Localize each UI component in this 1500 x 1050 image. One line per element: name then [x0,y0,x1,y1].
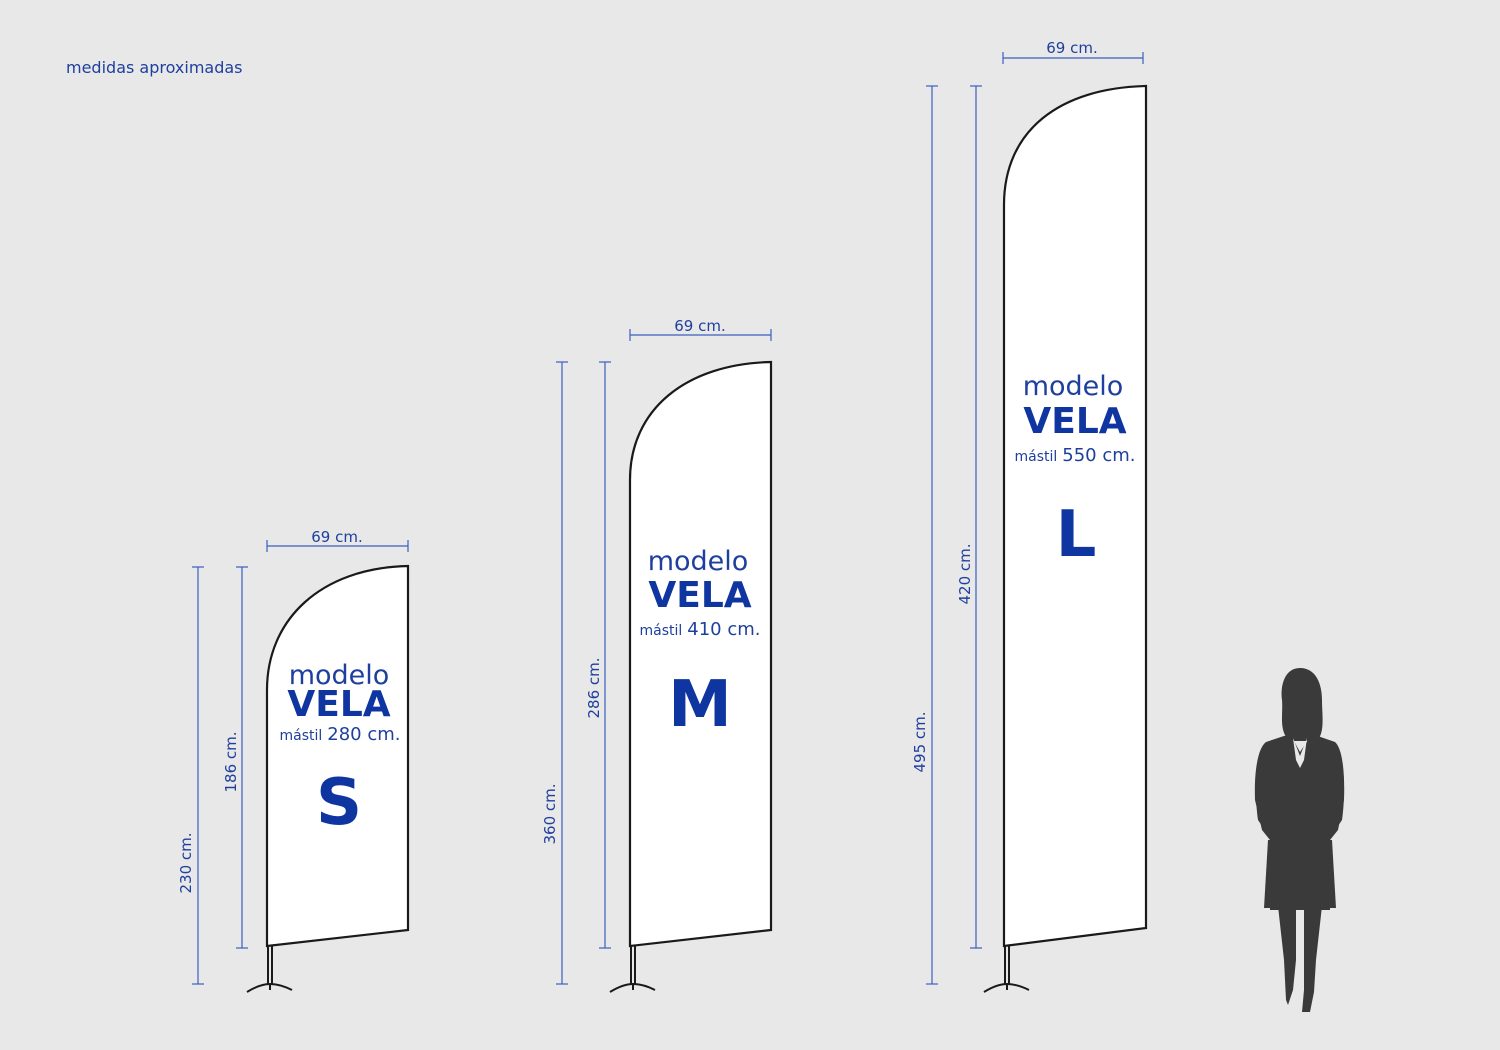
flag-m-mast-value: 410 cm. [687,619,760,640]
flag-s-mast: mástil 280 cm. [279,724,400,745]
flag-s-pole [246,946,293,993]
flag-m-width-dimension: 69 cm. [629,317,772,341]
approx-measures-note: medidas aproximadas [66,58,243,77]
flag-s-banner [265,564,410,948]
flag-s-name: VELA [287,684,390,725]
flag-l-name: VELA [1023,401,1126,442]
flag-m-name: VELA [648,575,751,616]
flag-m-mast-word: mástil [639,623,682,639]
flag-l-mast: mástil 550 cm. [1014,445,1135,466]
flag-m-pole [609,946,656,993]
flag-l-mast-value: 550 cm. [1062,445,1135,466]
flag-l-banner [1002,84,1148,948]
flag-s-total-height-dimension: 230 cm. [177,566,204,985]
flag-s-flag-height-dimension: 186 cm. [222,566,248,949]
flag-m-model-word: modelo [648,546,749,577]
flag-l-pole [983,946,1030,993]
flag-m-flag-height-label: 286 cm. [585,657,603,718]
flag-s-model-word: modelo [289,660,390,691]
flag-l-size: L [1056,498,1097,572]
flag-m-width-label: 69 cm. [674,317,725,335]
flag-m-total-height-dimension: 360 cm. [541,361,568,985]
flag-l-total-height-label: 495 cm. [911,711,929,772]
flag-s-total-height-label: 230 cm. [177,832,195,893]
flag-s-width-label: 69 cm. [311,528,362,546]
flag-m-group: 69 cm. 360 cm. 286 cm. modelo VELA [541,317,773,993]
flag-l-width-dimension: 69 cm. [1002,39,1144,64]
flag-l-total-height-dimension: 495 cm. [911,85,938,985]
flag-l-flag-height-label: 420 cm. [956,543,974,604]
flag-s-group: 69 cm. 230 cm. 186 cm. [177,528,410,993]
flag-m-total-height-label: 360 cm. [541,783,559,844]
flag-l-model-word: modelo [1023,371,1124,402]
flag-l-width-label: 69 cm. [1046,39,1097,57]
flag-s-flag-height-label: 186 cm. [222,731,240,792]
flag-s-mast-word: mástil [279,728,322,744]
flag-l-mast-word: mástil [1014,449,1057,465]
flag-m-banner [628,360,773,948]
woman-silhouette-icon [1254,668,1345,1012]
flag-s-mast-value: 280 cm. [327,724,400,745]
flag-l-flag-height-dimension: 420 cm. [956,85,982,949]
flag-m-mast: mástil 410 cm. [639,619,760,640]
flag-s-width-dimension: 69 cm. [266,528,409,552]
flag-m-flag-height-dimension: 286 cm. [585,361,611,949]
flag-l-group: 69 cm. 495 cm. 420 cm. modelo VELA [911,39,1148,993]
flag-s-size: S [316,766,362,840]
flag-m-size: M [668,668,732,742]
